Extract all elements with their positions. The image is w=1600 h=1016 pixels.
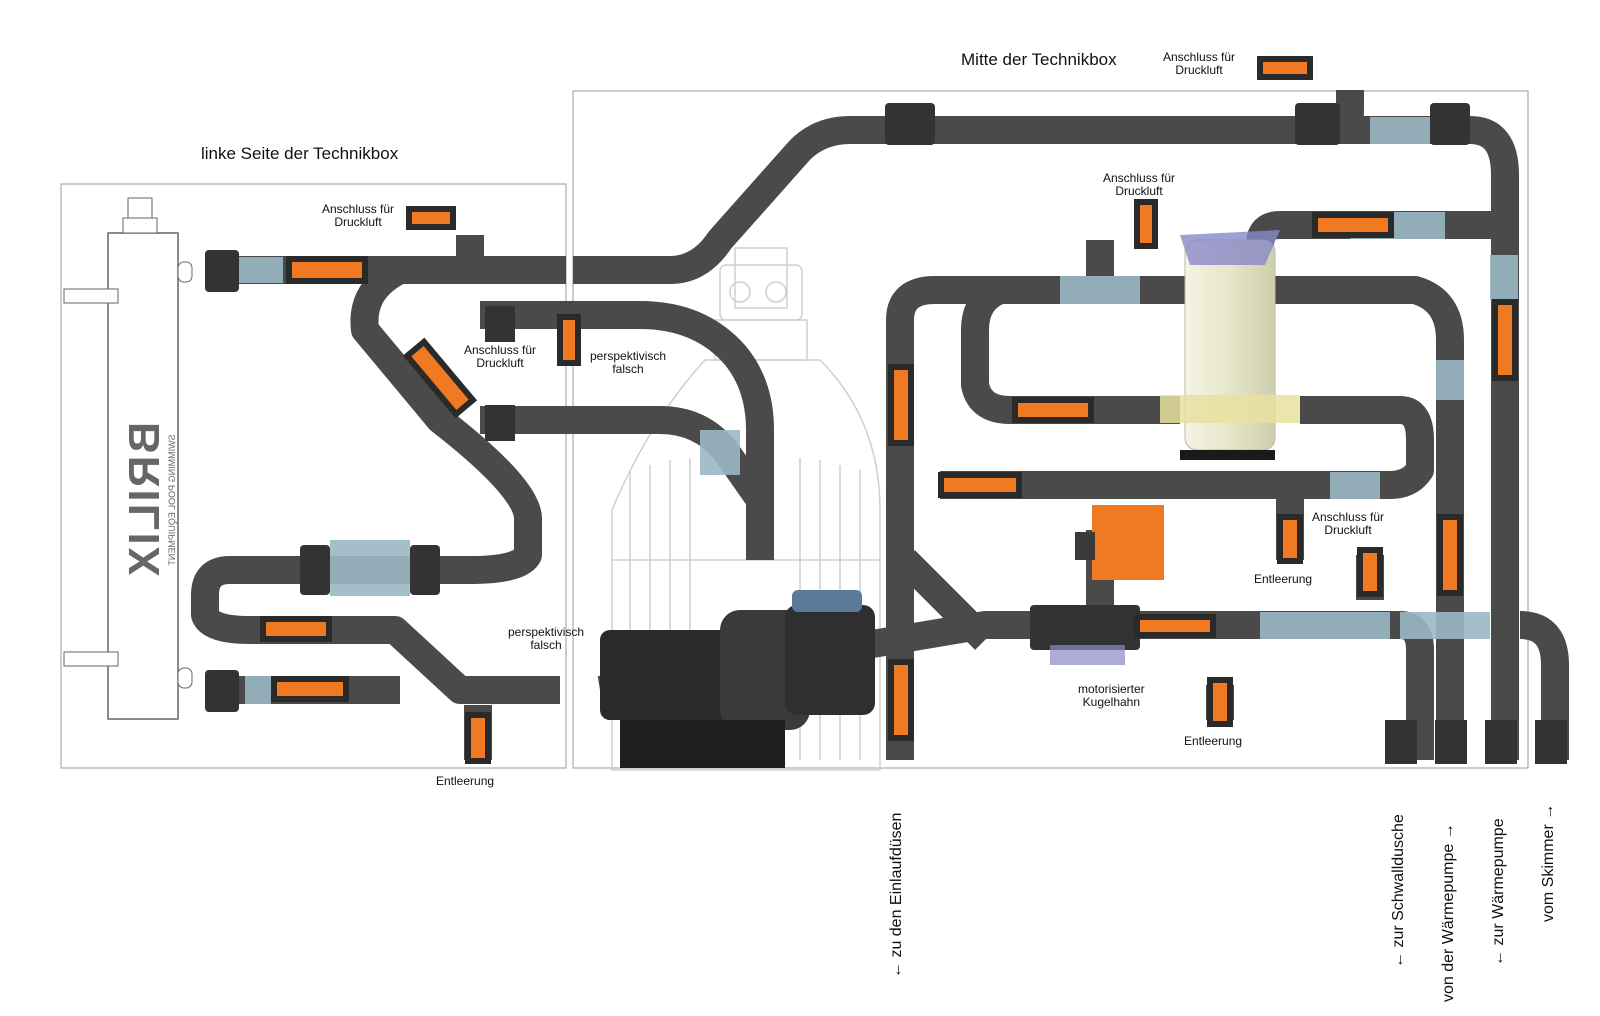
- outlet-label-inlets: ← zu den Einlaufdüsen: [888, 812, 905, 978]
- outlet-label-to-heat-pump: ← zur Wärmepumpe: [1490, 818, 1507, 966]
- feeder: [1160, 230, 1300, 460]
- unions: [260, 56, 1518, 764]
- brand-logo: BRILIX SWIMMING POOL EQUIPMENT: [120, 395, 183, 605]
- outlet-label-from-skimmer: vom Skimmer →: [1540, 803, 1557, 922]
- left-box-title: linke Seite der Technikbox: [201, 144, 399, 163]
- drain-label-right: Entleerung: [1184, 734, 1243, 748]
- brand-name: BRILIX: [120, 421, 169, 579]
- pump: [600, 590, 875, 768]
- left-box-frame: [60, 183, 567, 769]
- drain-label-left: Entleerung: [436, 774, 495, 788]
- drain-label-middle: Entleerung: [1254, 572, 1313, 586]
- valve-actuator: [1050, 505, 1164, 665]
- uv-lamp: [63, 197, 193, 720]
- middle-box-title: Mitte der Technikbox: [961, 50, 1117, 69]
- outlet-label-surge-shower: ← zur Schwalldusche: [1390, 814, 1407, 968]
- outlet-label-from-heat-pump: von der Wärmepumpe →: [1440, 823, 1457, 1002]
